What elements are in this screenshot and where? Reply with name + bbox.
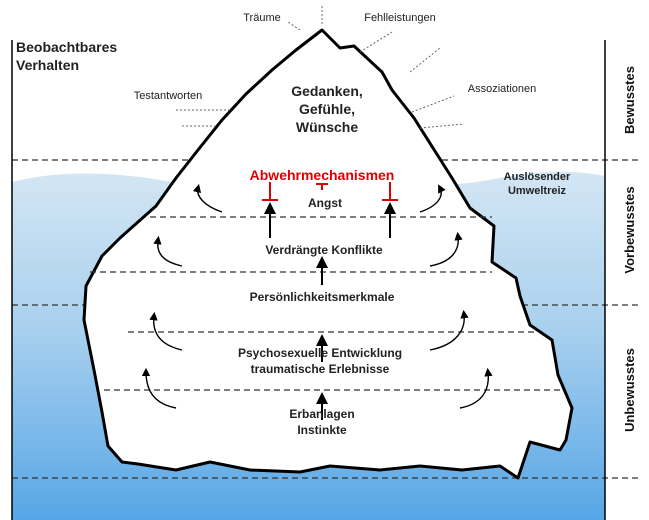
trigger-line-2: Umweltreiz xyxy=(508,185,567,197)
curved-arrow-icon xyxy=(141,367,177,409)
t-bars xyxy=(262,182,398,201)
fehlleistungen-label: Fehlleistungen xyxy=(364,12,436,24)
level-bewusstes: Bewusstes xyxy=(622,66,637,134)
observable-line-1: Beobachtbares xyxy=(16,39,117,55)
tip-line-3: Wünsche xyxy=(296,119,358,135)
psychosexuell-line-1: Psychosexuelle Entwicklung xyxy=(238,346,402,360)
curved-arrow-icon xyxy=(429,309,469,351)
rays xyxy=(176,6,465,129)
ray-traeume xyxy=(287,21,301,31)
angst-label: Angst xyxy=(308,196,342,210)
curved-arrow-icon xyxy=(429,231,463,267)
tip-line-1: Gedanken, xyxy=(291,83,363,99)
assoziationen-label: Assoziationen xyxy=(468,83,537,95)
traeume-label: Träume xyxy=(243,12,281,24)
persoenlichkeit-label: Persönlichkeitsmerkmale xyxy=(250,290,395,304)
abwehr-label: Abwehrmechanismen xyxy=(250,167,395,183)
curved-arrows xyxy=(141,183,493,409)
curved-arrow-icon xyxy=(192,183,223,213)
ray-fehl-2 xyxy=(409,47,441,73)
tip-line-2: Gefühle, xyxy=(299,101,355,117)
inner-dash-lines xyxy=(90,216,560,391)
level-unbewusstes: Unbewusstes xyxy=(622,348,637,432)
curved-arrow-icon xyxy=(419,184,446,213)
psychosexuell-line-2: traumatische Erlebnisse xyxy=(251,362,390,376)
observable-line-2: Verhalten xyxy=(16,57,79,73)
testantworten-label: Testantworten xyxy=(134,90,202,102)
ray-assoziationen xyxy=(411,95,455,113)
erbanlagen-line-1: Erbanlagen xyxy=(289,407,354,421)
straight-arrows xyxy=(264,202,396,420)
level-vorbewusstes: Vorbewusstes xyxy=(622,186,637,273)
trigger-line-1: Auslösender xyxy=(504,171,571,183)
ray-fehlleistungen xyxy=(359,31,393,53)
curved-arrow-icon xyxy=(459,367,493,409)
erbanlagen-line-2: Instinkte xyxy=(297,423,347,437)
curved-arrow-icon xyxy=(153,235,183,267)
ray-asso-2 xyxy=(419,123,465,129)
verdraengt-label: Verdrängte Konflikte xyxy=(265,243,383,257)
curved-arrow-icon xyxy=(149,311,183,351)
